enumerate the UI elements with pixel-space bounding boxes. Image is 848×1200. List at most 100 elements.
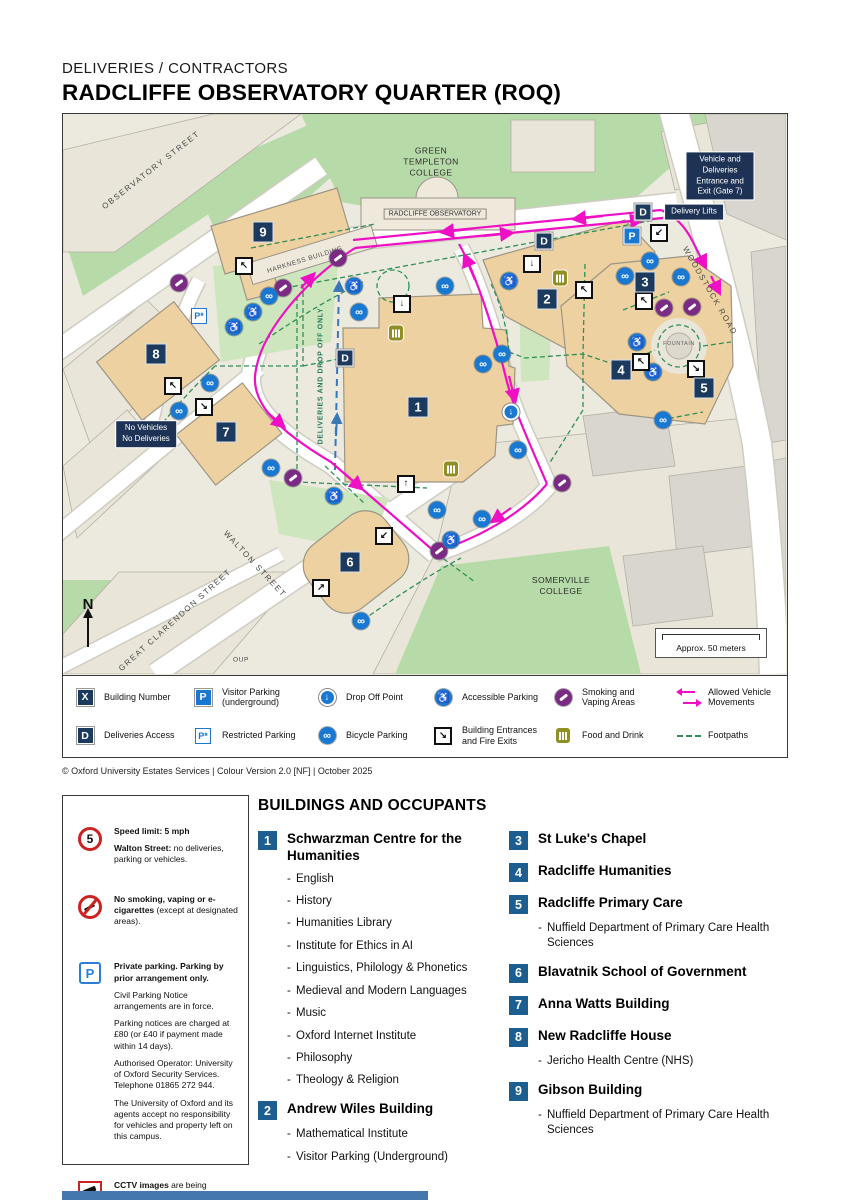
- occupant-list: Nuffield Department of Primary Care Heal…: [538, 1108, 795, 1138]
- building-entrance-icon: ↖: [235, 257, 253, 275]
- map-label: DELIVERIES AND DROP OFF ONLY: [317, 307, 325, 445]
- cigarette-glyph: [558, 693, 568, 702]
- occupant: Oxford Internet Institute: [287, 1029, 504, 1044]
- header: DELIVERIES / CONTRACTORS RADCLIFFE OBSER…: [62, 60, 561, 106]
- bicycle-parking-icon: ∞: [654, 411, 672, 429]
- accessible-parking-icon: ♿: [434, 688, 452, 706]
- legend-item: Smoking and Vaping Areas: [551, 687, 677, 709]
- occupant: History: [287, 894, 504, 909]
- notice-bold: Speed limit: 5 mph: [114, 826, 190, 836]
- smoking-area-icon: [554, 688, 572, 706]
- occupant: Mathematical Institute: [287, 1127, 504, 1142]
- legend-label: Bicycle Parking: [346, 730, 408, 741]
- legend-icon-wrap: [551, 688, 575, 706]
- slash-glyph: [83, 898, 98, 915]
- north-indicator: N: [75, 596, 101, 647]
- building-entrance-icon: ↙: [650, 224, 668, 242]
- food-drink-icon: [389, 325, 403, 341]
- building-number-badge: 4: [509, 863, 528, 882]
- bicycle-parking-icon: ∞: [318, 727, 336, 745]
- deliveries-access-icon: D: [77, 728, 93, 744]
- cigarette-glyph: [434, 547, 444, 555]
- scale-bar: Approx. 50 meters: [655, 628, 767, 658]
- building-name: New Radcliffe House: [538, 1027, 672, 1043]
- notice-bold: Private parking. Parking by prior arrang…: [114, 961, 224, 983]
- map-label: Delivery Lifts: [665, 204, 723, 220]
- bicycle-parking-icon: ∞: [616, 267, 634, 285]
- map-label: FOUNTAIN: [663, 341, 695, 347]
- legend-icon-wrap: ♿: [431, 688, 455, 706]
- building-entrance-icon: ↓: [523, 255, 541, 273]
- building-badge-4: 4: [610, 359, 632, 381]
- building-number-badge: 1: [258, 831, 277, 850]
- map-label: GREAT CLARENDON STREET: [116, 567, 234, 673]
- cutlery-glyph: [450, 465, 452, 473]
- building-entrance-icon: ↙: [375, 527, 393, 545]
- notice-icon-col: P: [75, 961, 105, 1148]
- map-label: GREEN TEMPLETON COLLEGE: [403, 145, 459, 178]
- arrow-right-icon: [683, 698, 702, 707]
- legend-item: P Visitor Parking (underground): [191, 687, 315, 709]
- page-subtitle: DELIVERIES / CONTRACTORS: [62, 60, 289, 77]
- occupant: Theology & Religion: [287, 1073, 504, 1088]
- building-badge-5: 5: [693, 377, 715, 399]
- cigarette-glyph: [333, 254, 343, 262]
- drop-off-point-icon: ↓: [502, 403, 520, 421]
- map-label: No Vehicles No Deliveries: [116, 421, 176, 447]
- cigarette-glyph: [687, 303, 697, 311]
- occupant: Humanities Library: [287, 916, 504, 931]
- visitor-parking-icon: P: [624, 228, 640, 244]
- map-label: SOMERVILLE COLLEGE: [531, 574, 591, 596]
- legend-label: Food and Drink: [582, 730, 644, 741]
- cigarette-glyph: [557, 479, 567, 487]
- occupant: Medieval and Modern Languages: [287, 984, 504, 999]
- cigarette-glyph: [288, 474, 298, 482]
- bicycle-parking-icon: ∞: [260, 287, 278, 305]
- bicycle-parking-icon: ∞: [641, 252, 659, 270]
- parking-sign-icon: P: [79, 962, 101, 985]
- occupant: Visitor Parking (Underground): [287, 1150, 504, 1165]
- restricted-parking-icon: P*: [195, 727, 211, 744]
- legend-icon-wrap: P: [191, 689, 215, 705]
- legend-icon-wrap: [676, 687, 702, 707]
- notice-paragraph: Walton Street: no deliveries, parking or…: [114, 843, 224, 865]
- smoking-area-icon: [683, 298, 701, 316]
- legend-label: Visitor Parking (underground): [222, 686, 280, 708]
- map-label: OBSERVATORY STREET: [100, 128, 202, 212]
- legend-label: Footpaths: [708, 730, 749, 741]
- deliveries-access-icon: D: [536, 233, 552, 249]
- accessible-parking-icon: ♿: [442, 531, 460, 549]
- legend-icon-wrap: [677, 734, 701, 737]
- building-number-badge: 9: [509, 1081, 528, 1101]
- notice-bold: No smoking, vaping or e-cigarettes: [114, 893, 216, 915]
- building-name: Blavatnik School of Government: [538, 963, 747, 979]
- legend-item: ↓Drop Off Point: [315, 687, 431, 709]
- cigarette-glyph: [659, 304, 669, 312]
- bicycle-parking-icon: ∞: [473, 510, 491, 528]
- legend-icon-wrap: ∞: [315, 727, 339, 745]
- map-label: OUP: [233, 656, 249, 664]
- bicycle-parking-icon: ∞: [509, 441, 527, 459]
- smoking-area-icon: [170, 274, 188, 292]
- bicycle-parking-icon: ∞: [436, 277, 454, 295]
- bicycle-parking-icon: ∞: [352, 612, 370, 630]
- notice-paragraph: Civil Parking Notice arrangements are in…: [114, 989, 214, 1011]
- building-entrance-icon: ↖: [635, 292, 653, 310]
- building-badge-1: 1: [407, 396, 429, 418]
- building-badge-9: 9: [252, 221, 274, 243]
- copyright-note: © Oxford University Estates Services | C…: [62, 766, 373, 776]
- legend-label: Building Entrances and Fire Exits: [462, 724, 538, 746]
- smoking-area-icon: [430, 542, 448, 560]
- food-drink-icon: [556, 728, 570, 744]
- legend-icon-wrap: ↘: [431, 726, 455, 745]
- building-number-badge: 2: [258, 1101, 277, 1121]
